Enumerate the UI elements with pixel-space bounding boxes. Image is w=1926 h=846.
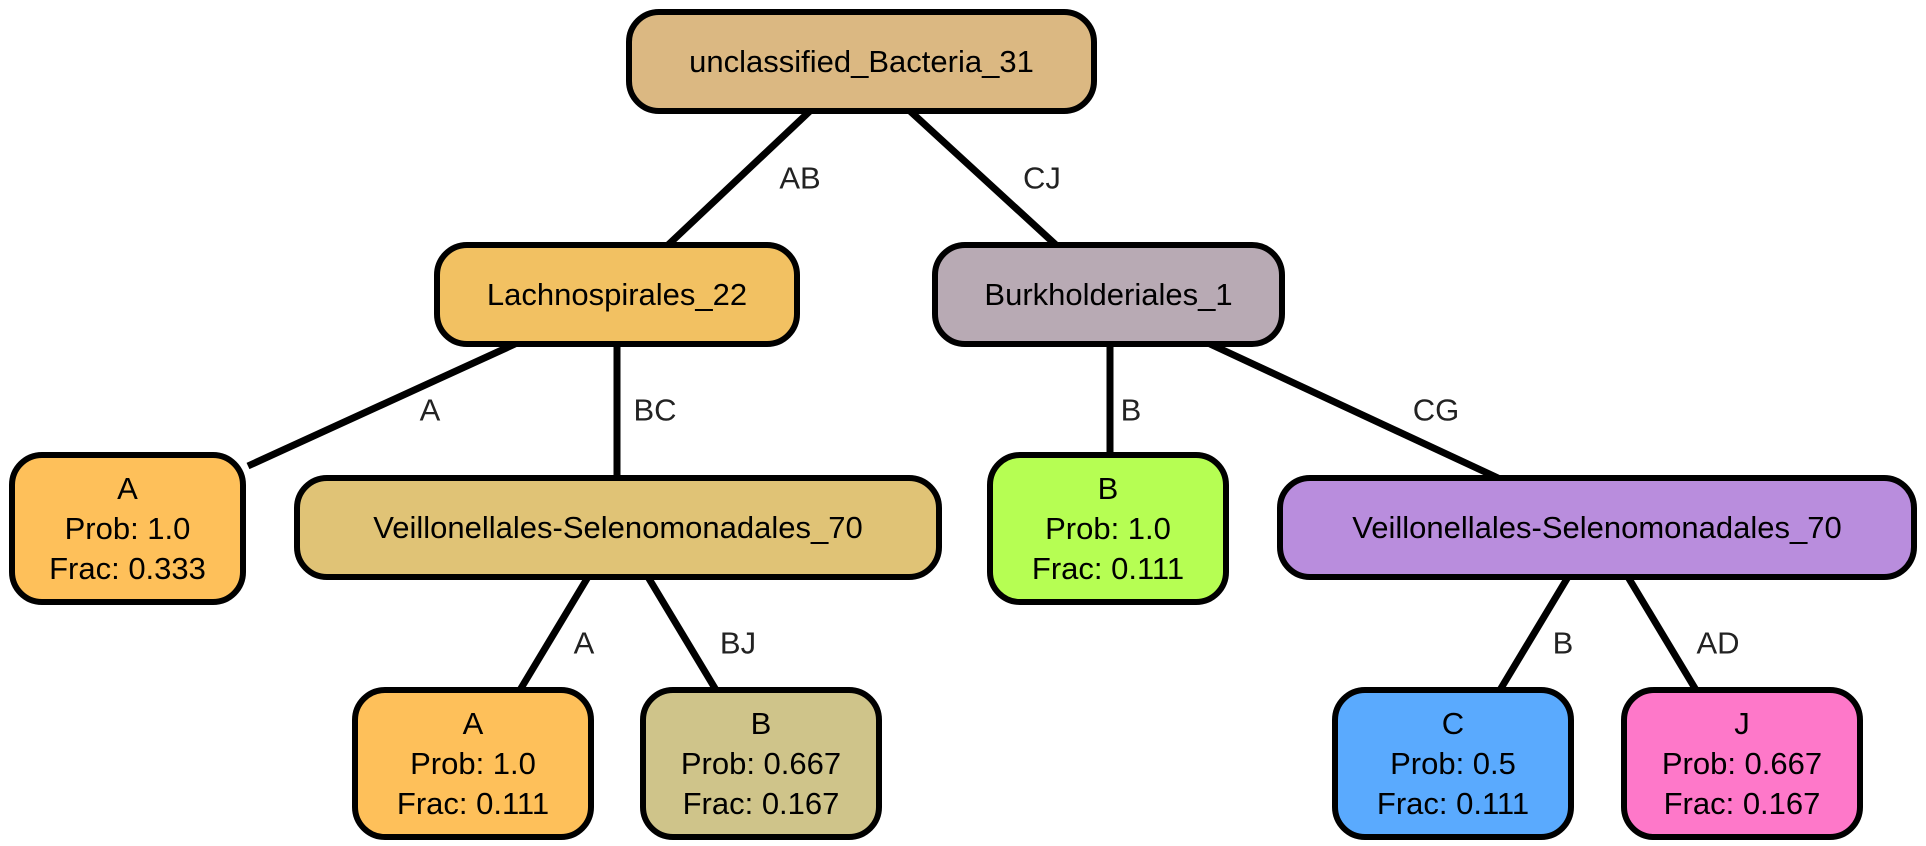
node-label-line: Prob: 0.5 <box>1390 746 1516 781</box>
edge-label: B <box>1553 626 1574 661</box>
node-label-line: J <box>1734 706 1750 741</box>
nodes-layer: unclassified_Bacteria_31Lachnospirales_2… <box>9 9 1917 840</box>
node-label-line: Burkholderiales_1 <box>984 277 1232 312</box>
node-label-line: Veillonellales-Selenomonadales_70 <box>1352 510 1841 545</box>
node-box <box>640 687 882 840</box>
edge-label: AB <box>779 161 820 196</box>
node-root: unclassified_Bacteria_31 <box>626 9 1097 114</box>
edge-burk-veil2: CG <box>1208 340 1500 482</box>
edge-label: A <box>574 626 595 661</box>
node-box <box>9 452 246 605</box>
edge-burk-b1: B <box>1106 344 1142 455</box>
node-label-line: Veillonellales-Selenomonadales_70 <box>373 510 862 545</box>
edge-label: A <box>420 393 441 428</box>
node-box <box>352 687 594 840</box>
node-box <box>1277 475 1917 580</box>
edge-label: BJ <box>720 626 756 661</box>
node-label-line: A <box>117 471 138 506</box>
edge-veil2-j1: AD <box>1625 575 1740 692</box>
node-label-line: Frac: 0.111 <box>397 786 549 821</box>
node-label-line: Frac: 0.111 <box>1032 551 1184 586</box>
node-box <box>932 242 1285 347</box>
edges-layer: AB CJ A BC B CG A BJ B AD <box>246 108 1740 692</box>
node-box <box>434 242 800 347</box>
edge-lach-veil1: BC <box>613 344 677 478</box>
node-box <box>1332 687 1574 840</box>
edge-veil1-a2: A <box>517 575 595 692</box>
edge-veil2-c1: B <box>1497 575 1574 692</box>
edge-label: CJ <box>1023 161 1061 196</box>
node-label-line: Frac: 0.167 <box>1664 786 1821 821</box>
edge-label: BC <box>633 393 676 428</box>
node-label-line: Prob: 1.0 <box>1045 511 1171 546</box>
edge-label: B <box>1121 393 1142 428</box>
edge-line <box>517 575 591 692</box>
edge-line <box>1497 575 1571 692</box>
edge-root-lach: AB <box>665 108 821 248</box>
node-label-line: Prob: 1.0 <box>65 511 191 546</box>
node-label-line: Prob: 0.667 <box>681 746 841 781</box>
edge-label: AD <box>1696 626 1739 661</box>
edge-line <box>246 340 517 470</box>
node-label-line: Prob: 1.0 <box>410 746 536 781</box>
node-label-line: A <box>463 706 484 741</box>
node-label-line: C <box>1442 706 1464 741</box>
node-label-line: B <box>1098 471 1119 506</box>
node-veil1: Veillonellales-Selenomonadales_70 <box>294 475 942 580</box>
edge-line <box>1625 575 1699 692</box>
node-burk: Burkholderiales_1 <box>932 242 1285 347</box>
node-box <box>626 9 1097 114</box>
node-label-line: B <box>751 706 772 741</box>
node-box <box>987 452 1229 605</box>
edge-line <box>645 575 719 692</box>
node-veil2: Veillonellales-Selenomonadales_70 <box>1277 475 1917 580</box>
edge-label: CG <box>1413 393 1460 428</box>
edge-line <box>665 108 813 248</box>
edge-line <box>1208 340 1500 482</box>
node-label-line: Frac: 0.333 <box>49 551 206 586</box>
edge-veil1-b2: BJ <box>645 575 756 692</box>
node-label-line: Lachnospirales_22 <box>487 277 747 312</box>
node-box <box>294 475 942 580</box>
node-lach: Lachnospirales_22 <box>434 242 800 347</box>
node-label-line: unclassified_Bacteria_31 <box>689 44 1034 79</box>
edge-root-burk: CJ <box>907 108 1061 248</box>
edge-lach-a1: A <box>246 340 517 470</box>
node-label-line: Prob: 0.667 <box>1662 746 1822 781</box>
edge-line <box>907 108 1059 248</box>
node-label-line: Frac: 0.167 <box>683 786 840 821</box>
node-box <box>1621 687 1863 840</box>
node-label-line: Frac: 0.111 <box>1377 786 1529 821</box>
